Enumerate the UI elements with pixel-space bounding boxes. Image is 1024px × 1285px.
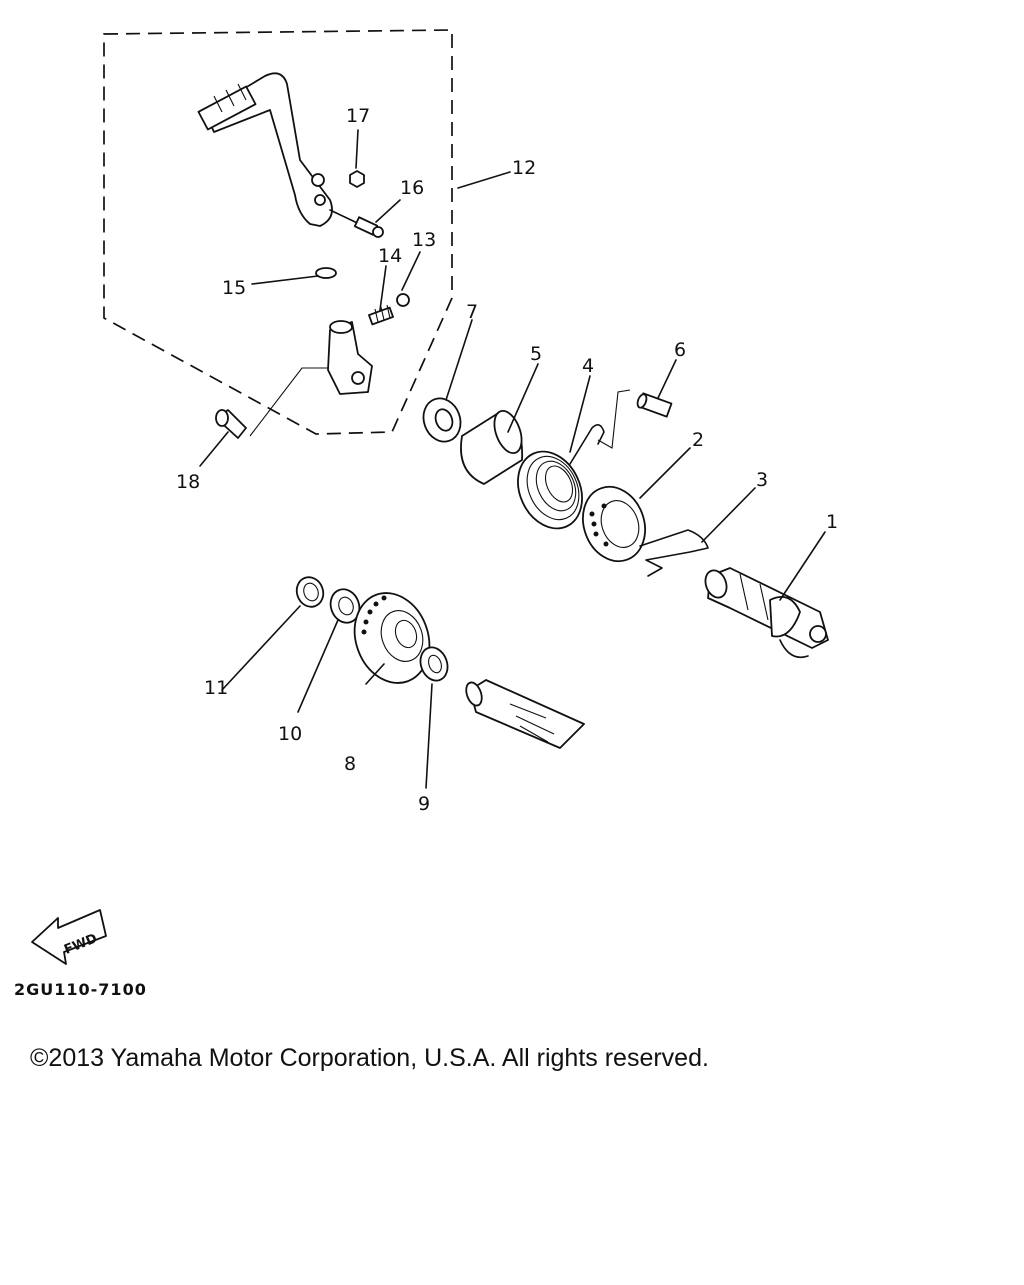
part-2-gear — [582, 485, 646, 563]
diagram-code: 2GU110-7100 — [14, 980, 147, 999]
callout-4: 4 — [582, 355, 594, 377]
leader-lines — [199, 129, 826, 789]
part-14-spring — [368, 304, 394, 326]
callout-6: 6 — [674, 339, 686, 361]
part-3-clip — [639, 529, 709, 577]
part-10-washer — [329, 588, 361, 624]
callout-14: 14 — [378, 245, 402, 267]
callout-2: 2 — [692, 429, 704, 451]
part-6-pin — [636, 392, 673, 418]
callout-12: 12 — [512, 157, 536, 179]
callout-9: 9 — [418, 793, 430, 815]
callout-3: 3 — [756, 469, 768, 491]
callout-5: 5 — [530, 343, 542, 365]
kick-crank-part-12 — [197, 72, 333, 227]
callout-15: 15 — [222, 277, 246, 299]
fwd-arrow-icon: FWD — [31, 909, 107, 965]
callout-1: 1 — [826, 511, 838, 533]
kick-crank-boss — [327, 320, 373, 395]
part-16-bolt — [329, 209, 384, 238]
callout-8: 8 — [344, 753, 356, 775]
callout-18: 18 — [176, 471, 200, 493]
part-1-kick-shaft — [704, 567, 829, 659]
part-5-sleeve — [460, 410, 523, 485]
part-18-bolt — [215, 367, 328, 439]
part-17-nut — [349, 170, 365, 188]
copyright-text: ©2013 Yamaha Motor Corporation, U.S.A. A… — [30, 1044, 709, 1072]
callout-16: 16 — [400, 177, 424, 199]
part-4-spring — [517, 389, 631, 530]
callout-11: 11 — [204, 677, 228, 699]
part-8-idle-gear — [353, 592, 431, 684]
callout-10: 10 — [278, 723, 302, 745]
main-axle — [465, 679, 585, 749]
part-15-ball — [315, 267, 337, 279]
part-13-ball — [396, 293, 410, 307]
callout-17: 17 — [346, 105, 370, 127]
callout-13: 13 — [412, 229, 436, 251]
part-9-washer — [419, 646, 449, 682]
assembly-12-boundary — [103, 29, 453, 435]
part-11-circlip — [295, 576, 325, 608]
part-7-bearing — [422, 397, 462, 443]
callout-7: 7 — [466, 301, 478, 323]
